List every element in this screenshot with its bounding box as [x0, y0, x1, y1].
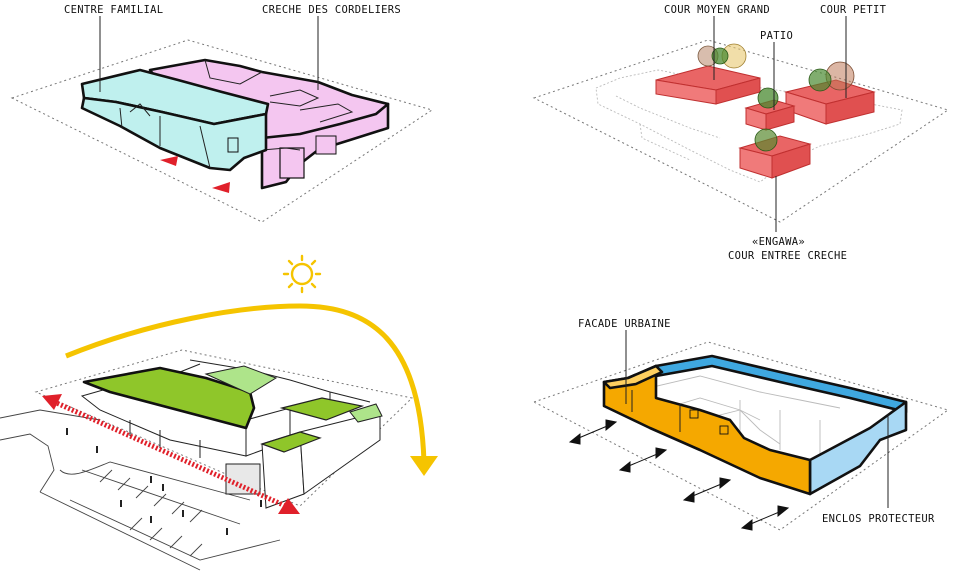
sun-path-arrowhead	[410, 456, 438, 476]
enclos-top-wall	[654, 354, 908, 414]
label-patio: PATIO	[760, 30, 793, 42]
facade-front	[602, 364, 812, 496]
panel-top-right: COUR MOYEN GRAND COUR PETIT PATIO «ENGAW…	[532, 4, 950, 262]
label-creche-cordeliers: CRECHE DES CORDELIERS	[262, 4, 401, 16]
street-frontage-arrow	[42, 394, 300, 514]
enclos-right-wall	[808, 400, 908, 496]
label-centre-familial: CENTRE FAMILIAL	[64, 4, 163, 16]
panel-top-left: CENTRE FAMILIAL CRECHE DES CORDELIERS	[10, 4, 434, 223]
green-roof-center	[279, 397, 365, 421]
facade-top	[602, 364, 664, 390]
building-volume	[80, 359, 381, 509]
green-roof-patch	[204, 365, 278, 395]
sun-path-arc	[65, 303, 427, 463]
label-cour-moyen-grand: COUR MOYEN GRAND	[664, 4, 770, 16]
site-outline	[532, 39, 950, 223]
green-roof-main	[82, 366, 256, 430]
entrance-arrow-2	[212, 182, 230, 193]
pedestrian-icons	[66, 428, 262, 535]
label-cour-petit: COUR PETIT	[820, 4, 887, 16]
label-engawa: «ENGAWA»	[752, 236, 805, 248]
green-roof-small	[260, 431, 322, 453]
centre-front	[80, 96, 268, 172]
label-enclos-protecteur: ENCLOS PROTECTEUR	[822, 513, 935, 525]
label-facade-urbaine: FACADE URBAINE	[578, 318, 671, 330]
green-roof-edge	[349, 403, 383, 423]
centre-familial-volume	[80, 68, 270, 172]
sun-icon	[282, 254, 322, 294]
panel-bottom-right: FACADE URBAINE ENCLOS PROTECTEUR	[532, 318, 950, 531]
access-arrows	[568, 419, 790, 531]
parking-area	[0, 409, 281, 571]
site-outline	[10, 39, 434, 223]
label-cour-entree-creche: COUR ENTREE CRECHE	[728, 250, 847, 262]
entrance-arrow-1	[160, 156, 178, 166]
panel-bottom-left	[0, 254, 438, 571]
courtyard-moyen-grand	[655, 65, 761, 105]
tree-icons	[697, 43, 855, 152]
courtyard-petit	[784, 79, 876, 125]
